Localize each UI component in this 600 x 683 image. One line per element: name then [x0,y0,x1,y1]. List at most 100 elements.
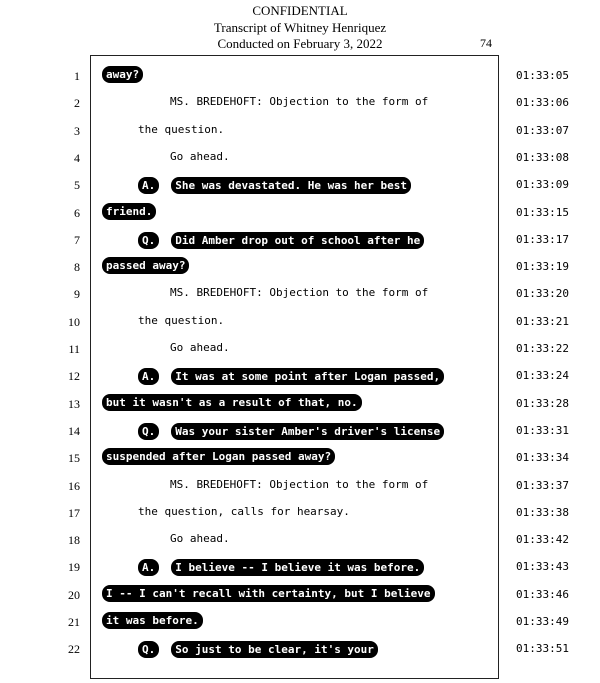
line-text: So just to be clear, it's your [171,641,378,659]
line-text: but it wasn't as a result of that, no. [102,393,362,411]
redacted-testimony: Q. Did Amber drop out of school after he [138,231,425,249]
timestamp: 01:33:08 [516,150,569,164]
line-number: 20 [68,587,80,602]
line-text: passed away? [102,257,190,275]
line-text: I believe -- I believe it was before. [171,559,425,577]
confidential-label: CONFIDENTIAL [252,3,348,18]
transcript-line: 12 A. It was at some point after Logan pas… [0,363,600,390]
line-number: 6 [74,205,80,220]
timestamp: 01:33:31 [516,423,569,437]
speaker-label: A. [138,177,160,195]
line-text: MS. BREDEHOFT: Objection to the form of [170,477,429,491]
line-text: It was at some point after Logan passed, [171,368,445,386]
testimony-text: Go ahead. [170,341,230,354]
conducted-date: Conducted on February 3, 2022 [217,36,383,51]
timestamp: 01:33:24 [516,369,569,383]
timestamp: 01:33:42 [516,533,569,547]
testimony-text: the question. [138,123,224,136]
redacted-testimony: suspended after Logan passed away? [102,448,336,466]
line-number: 14 [68,423,80,438]
line-number: 19 [68,560,80,575]
line-number: 4 [74,150,80,165]
timestamp: 01:33:05 [516,69,569,82]
line-text: the question, calls for hearsay. [138,504,350,518]
redacted-testimony: it was before. [102,612,203,629]
line-text: Go ahead. [170,149,230,163]
line-number: 1 [74,69,80,83]
timestamp: 01:33:17 [516,232,569,246]
line-number: 12 [68,369,80,384]
timestamp: 01:33:06 [516,96,569,110]
line-number: 17 [68,505,80,520]
transcript-line: 11 Go ahead. 01:33:22 [0,336,600,363]
redacted-testimony: Q.Was your sister Amber's driver's licen… [138,422,445,440]
speaker-label: A. [138,559,160,577]
timestamp: 01:33:28 [516,396,569,410]
line-number: 11 [68,342,80,356]
timestamp: 01:33:09 [516,178,569,192]
speaker-label: Q. [138,641,160,659]
timestamp: 01:33:51 [516,642,569,656]
timestamp: 01:33:37 [516,478,569,492]
testimony-text: Go ahead. [170,150,230,163]
timestamp: 01:33:07 [516,123,569,137]
transcript-line: 8 passed away? 01:33:19 [0,254,600,281]
speaker-label: A. [138,368,160,386]
timestamp: 01:33:20 [516,287,569,301]
line-text: the question. [138,313,225,327]
line-text: suspended after Logan passed away? [102,448,336,466]
line-text: it was before. [102,612,203,629]
transcript-line: 4 Go ahead. 01:33:08 [0,145,600,172]
transcript-line: 7 Q. Did Amber drop out of school after he… [0,227,600,254]
line-number: 8 [74,260,80,275]
testimony-text: the question, calls for hearsay. [138,505,350,518]
line-text: the question. [138,122,225,136]
transcript-line: 1 away? 01:33:05 [0,63,600,90]
line-text: away? [102,66,144,83]
line-text: Go ahead. [170,532,230,546]
timestamp: 01:33:22 [516,342,569,355]
transcript-body-frame [90,55,499,679]
timestamp: 01:33:34 [516,451,569,465]
redacted-testimony: friend. [102,202,157,220]
line-number: 10 [68,314,80,329]
redacted-testimony: A. It was at some point after Logan passe… [138,368,445,386]
redacted-testimony: I -- I can't recall with certainty, but … [102,584,435,602]
transcript-line: 19 A. I believe -- I believe it was before… [0,554,600,581]
speaker-label: Q. [138,231,160,249]
line-number: 16 [68,478,80,493]
timestamp: 01:33:43 [516,560,569,574]
transcript-line: 3 the question. 01:33:07 [0,118,600,145]
timestamp: 01:33:46 [516,587,569,601]
line-text: Did Amber drop out of school after he [171,231,425,249]
testimony-text: MS. BREDEHOFT: Objection to the form of [170,286,428,299]
redacted-testimony: Q. So just to be clear, it's your [138,641,378,659]
transcript-title: Transcript of Whitney Henriquez [213,20,387,35]
testimony-text: MS. BREDEHOFT: Objection to the form of [170,478,428,491]
transcript-line: 16 MS. BREDEHOFT: Objection to the form o… [0,473,600,500]
line-text: Go ahead. [170,341,230,354]
redacted-testimony: A. I believe -- I believe it was before. [138,559,425,577]
line-text: Was your sister Amber's driver's license [171,422,445,440]
redacted-testimony: passed away? [102,257,190,275]
line-number: 7 [74,232,80,247]
transcript-line: 22 Q. So just to be clear, it's your 01:33:… [0,636,600,663]
line-number: 5 [74,178,80,193]
line-number: 22 [68,642,80,657]
line-text: MS. BREDEHOFT: Objection to the form of [170,286,429,300]
transcript-line: 6 friend. 01:33:15 [0,200,600,227]
page-number: 74 [480,36,492,50]
line-number: 3 [74,123,80,138]
timestamp: 01:33:15 [516,205,569,219]
line-number: 2 [74,96,80,111]
redacted-testimony: A.She was devastated. He was her best [138,177,412,195]
timestamp: 01:33:19 [516,260,569,274]
transcript-line: 14 Q.Was your sister Amber's driver's lic… [0,418,600,445]
